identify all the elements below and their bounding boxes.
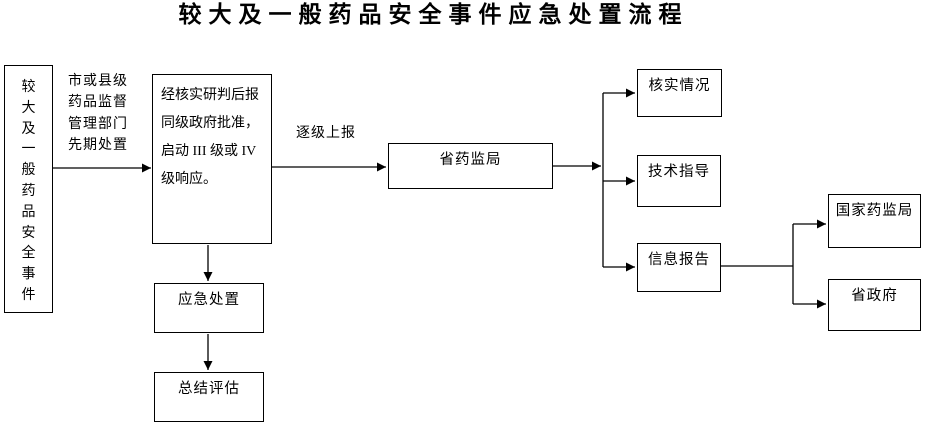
node-incident-label: 较大及一般药品安全事件: [21, 80, 36, 303]
node-provincial-government-label: 省政府: [851, 288, 898, 304]
edge-label-line: 管理部门: [68, 116, 128, 132]
node-technical-guidance-label: 技术指导: [648, 164, 710, 180]
node-incident: 较大及一般药品安全事件: [4, 65, 53, 313]
edge-label-report-up: 逐级上报: [296, 126, 356, 141]
node-initial-response-line: 同级政府批准，: [161, 116, 259, 131]
edge-label-line: 先期处置: [68, 137, 128, 153]
node-information-report: 信息报告: [637, 243, 721, 292]
node-summary-evaluation-label: 总结评估: [178, 381, 240, 397]
node-provincial-bureau: 省药监局: [388, 143, 553, 189]
page-title: 较大及一般药品安全事件应急处置流程: [178, 2, 689, 27]
node-information-report-label: 信息报告: [648, 252, 710, 268]
edge-label-line: 市或县级: [68, 74, 128, 89]
node-technical-guidance: 技术指导: [637, 155, 721, 207]
node-emergency-disposal: 应急处置: [154, 283, 264, 333]
node-initial-response-line: 启动 III 级或 IV: [161, 144, 257, 159]
node-initial-response-line: 经核实研判后报: [161, 88, 259, 103]
node-national-bureau-label: 国家药监局: [835, 203, 914, 219]
node-verify-situation-label: 核实情况: [648, 78, 711, 94]
node-initial-response-line: 级响应。: [161, 172, 217, 187]
node-emergency-disposal-label: 应急处置: [178, 292, 240, 308]
node-national-bureau: 国家药监局: [828, 194, 921, 248]
node-provincial-bureau-label: 省药监局: [439, 152, 502, 168]
node-initial-response: 经核实研判后报 同级政府批准， 启动 III 级或 IV 级响应。: [152, 74, 272, 244]
node-verify-situation: 核实情况: [637, 69, 722, 117]
node-provincial-government: 省政府: [828, 279, 921, 331]
edge-label-initial-handling: 市或县级 药品监督 管理部门 先期处置: [68, 71, 128, 156]
node-summary-evaluation: 总结评估: [154, 372, 264, 422]
edge-label-line: 药品监督: [68, 95, 128, 111]
